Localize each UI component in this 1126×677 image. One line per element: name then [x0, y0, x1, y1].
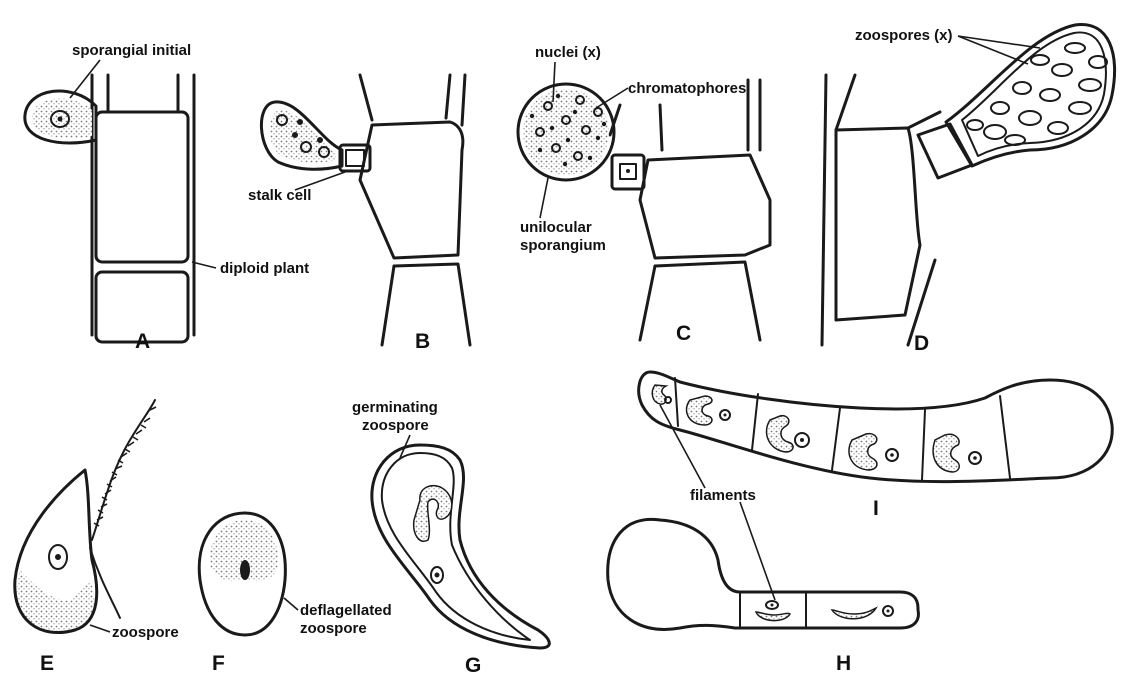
filament-i-cell-contents: [652, 385, 981, 472]
label-filaments: filaments: [690, 487, 756, 504]
panel-letter-a: A: [135, 330, 150, 353]
sporangial-initial-cell: [25, 91, 96, 143]
panel-f: deflagellated zoospore F: [199, 513, 391, 675]
label-zoospore-e: zoospore: [112, 624, 179, 641]
panel-letter-g: G: [465, 654, 481, 677]
panel-letter-e: E: [40, 652, 54, 675]
panel-letter-h: H: [836, 652, 851, 675]
label-sporangial-initial: sporangial initial: [72, 42, 191, 59]
filament-h-cell-contents: [756, 601, 893, 621]
label-unilocular-line1: unilocular: [520, 219, 592, 236]
label-nuclei: nuclei (x): [535, 44, 601, 61]
panel-c-filament: [610, 80, 770, 340]
panel-c: nuclei (x) chromatophores unilocular spo…: [518, 44, 770, 345]
flagellum-e: [90, 400, 156, 618]
panel-b: stalk cell B: [248, 75, 470, 353]
label-germinating-line1: germinating: [352, 399, 438, 416]
stalk-cell-c: [612, 155, 644, 189]
panel-d-filament: [822, 75, 940, 345]
panel-g: germinating zoospore G: [352, 399, 549, 677]
panel-letter-f: F: [212, 652, 225, 675]
label-chromatophores: chromatophores: [628, 80, 746, 97]
label-deflagellated-line1: deflagellated: [300, 602, 392, 619]
unilocular-sporangium-c: [518, 84, 614, 180]
panel-letter-c: C: [676, 322, 691, 345]
label-diploid-plant: diploid plant: [220, 260, 309, 277]
zoospore-body-e: [15, 470, 97, 633]
deflagellated-zoospore-nucleus: [240, 560, 250, 580]
panel-d: zoospores (x) D: [822, 25, 1115, 355]
sporangium-d: [946, 25, 1115, 166]
label-zoospores: zoospores (x): [855, 27, 953, 44]
germinating-zoospore-chromatophore: [414, 486, 452, 542]
panel-a-filament: [92, 75, 194, 342]
label-filaments-group: filaments: [660, 405, 775, 600]
panel-letter-i: I: [873, 497, 879, 520]
germinating-zoospore-wall: [372, 445, 549, 648]
panel-letter-d: D: [914, 332, 929, 355]
panel-letter-b: B: [415, 330, 430, 353]
label-deflagellated-line2: zoospore: [300, 620, 367, 637]
label-germinating-line2: zoospore: [362, 417, 429, 434]
label-unilocular-line2: sporangium: [520, 237, 606, 254]
label-stalk-cell: stalk cell: [248, 187, 311, 204]
panel-e: zoospore E: [15, 400, 179, 675]
panel-h: H: [608, 519, 919, 675]
panel-b-filament: [360, 75, 470, 345]
sporangium-b: [261, 102, 342, 169]
